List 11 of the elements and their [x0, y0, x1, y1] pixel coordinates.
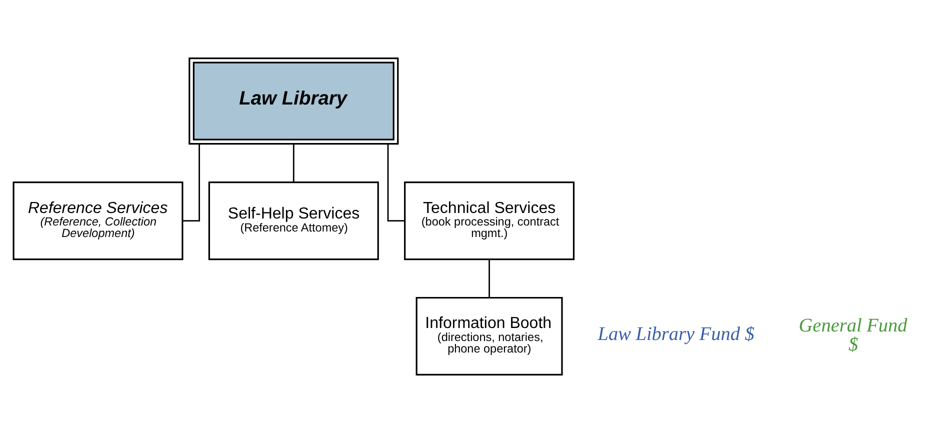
- label: General Fund $: [798, 315, 908, 356]
- connector: [182, 144, 200, 222]
- connector: [488, 260, 490, 298]
- node-box: Reference Services (Reference, Collection Development): [12, 181, 184, 260]
- connector: [387, 144, 405, 222]
- label: Law Library Fund $: [598, 324, 754, 345]
- node-box: Self-Help Services (Reference Attomey): [208, 181, 379, 260]
- node-box: Information Booth (directions, notaries, phone operator): [416, 296, 563, 376]
- node-box: Technical Services (book processing, contract mgmt.): [404, 181, 575, 260]
- connector: [292, 144, 294, 182]
- node-box: Law Library: [188, 57, 399, 145]
